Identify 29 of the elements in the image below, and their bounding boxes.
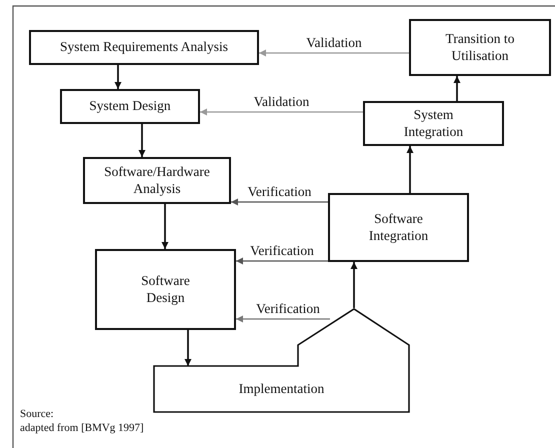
process-box <box>60 89 200 124</box>
node-label: Software/Hardware Analysis <box>103 164 211 197</box>
arrow <box>138 124 146 157</box>
arrow <box>350 262 358 308</box>
process-box <box>409 19 551 76</box>
process-box <box>29 30 259 65</box>
process-box <box>95 249 236 330</box>
node-label: Transition to Utilisation <box>444 31 516 64</box>
arrow <box>200 108 363 116</box>
process-box <box>328 193 469 262</box>
arrow <box>236 258 328 264</box>
node-label: Software Integration <box>368 211 430 244</box>
node-label: Software Design <box>140 273 191 306</box>
arrow <box>406 146 414 193</box>
process-box <box>363 101 504 146</box>
source-note: Source: <box>20 407 54 422</box>
arrow <box>162 204 168 249</box>
source-note: adapted from [BMVg 1997] <box>20 421 144 436</box>
node-label: System Design <box>89 98 171 115</box>
arrow <box>259 50 409 56</box>
process-box <box>83 157 231 204</box>
arrow <box>114 65 122 89</box>
arrow <box>184 330 192 366</box>
node-label: System Integration <box>402 107 464 140</box>
node-label: System Requirements Analysis <box>60 39 228 56</box>
arrow <box>454 76 460 101</box>
node-label: Implementation <box>238 380 324 397</box>
arrow <box>231 198 328 206</box>
arrow <box>236 316 330 322</box>
